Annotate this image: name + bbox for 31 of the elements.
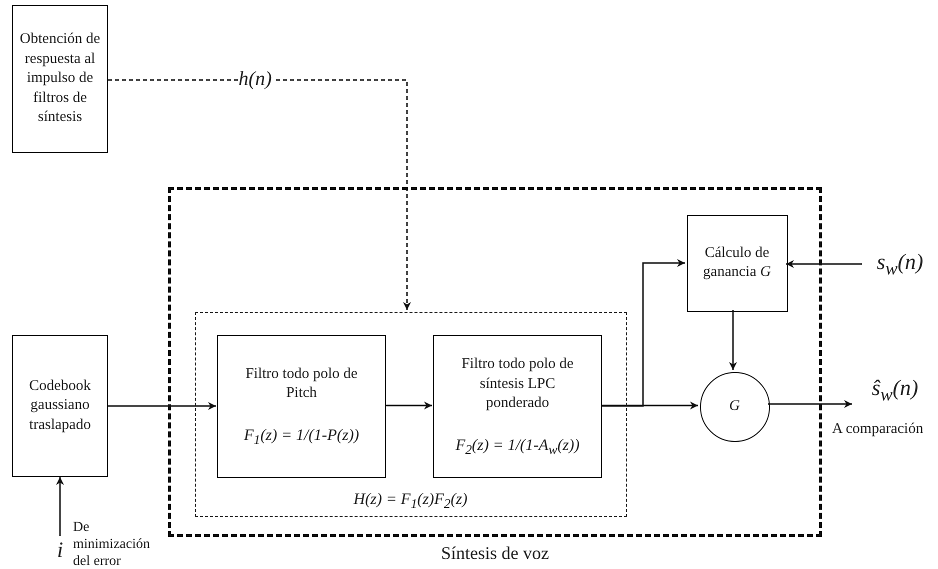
gain-label: G: [729, 396, 740, 416]
group-frame: [194, 312, 626, 516]
edge-label: h(n): [238, 69, 273, 89]
arrow: [56, 477, 64, 536]
formula: F$_{2}$(z) = 1/(1-A$_{w}$(z)): [454, 436, 581, 458]
block-label: Codebook gaussiano traslapado: [28, 376, 92, 435]
arrow: [601, 259, 685, 407]
signal-label: ŝ$_{w}$(n): [872, 376, 918, 404]
note-text: De minimización del error: [73, 520, 151, 569]
formula: F$_{1}$(z) = 1/(1-P(z)): [242, 426, 360, 448]
transfer-function: H(z) = F$_{1}$(z)F$_{2}$(z): [354, 490, 468, 512]
group-title: Síntesis de voz: [440, 542, 550, 565]
process-box: [433, 335, 602, 478]
arrow: [729, 310, 737, 370]
arrow: [768, 400, 852, 408]
process-box: [686, 214, 788, 312]
arrow: [108, 79, 411, 310]
block-label: Obtención de respuesta al impulso de filtros de síntesis: [18, 30, 102, 128]
arrow: [601, 402, 698, 410]
signal-label: i: [56, 539, 64, 561]
arrow: [786, 260, 862, 268]
block-label: Filtro todo polo de síntesis LPC ponderado: [460, 355, 575, 413]
process-box: [12, 5, 108, 153]
process-box: [217, 335, 386, 478]
signal-label: s$_{w}$(n): [876, 250, 924, 278]
block-label: Filtro todo polo de Pitch: [244, 364, 359, 404]
process-box: [12, 335, 108, 477]
block-label: Cálculo de ganancia G: [702, 244, 772, 282]
arrow: [385, 402, 432, 410]
note-text: A comparación: [832, 420, 924, 438]
arrow: [108, 402, 216, 410]
